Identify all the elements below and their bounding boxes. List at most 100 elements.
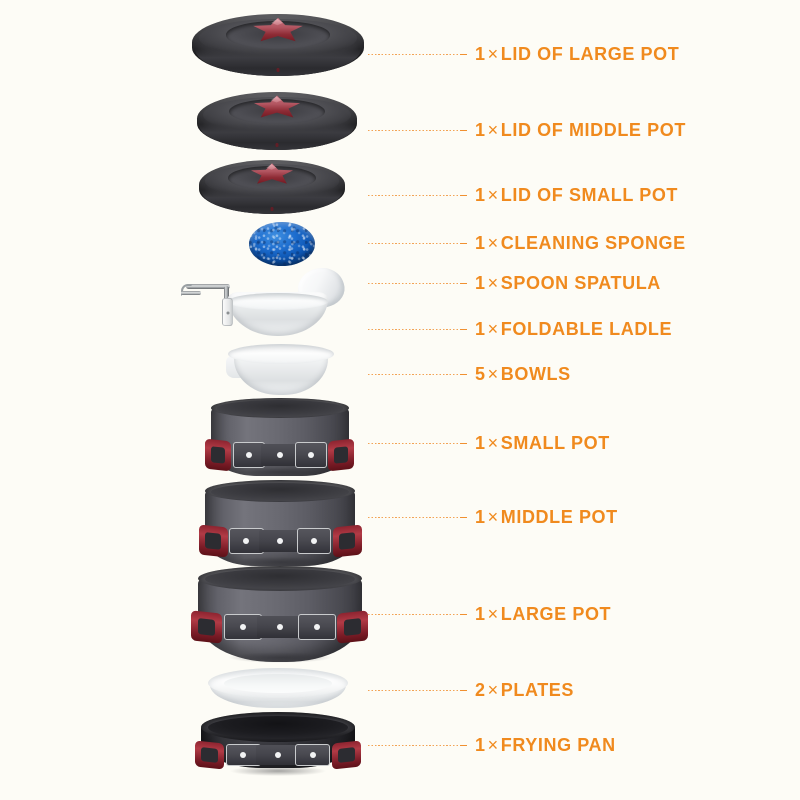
callout-lid-large-pot: 1×LID OF LARGE POT: [368, 43, 679, 65]
callout-middle-pot: 1×MIDDLE POT: [368, 506, 618, 528]
bowl-lip: [228, 344, 334, 364]
lid-body: [197, 92, 357, 150]
callout-quantity: 1: [475, 119, 486, 140]
callout-quantity: 1: [475, 232, 486, 253]
ladle-arm-vertical: [224, 286, 229, 308]
callout-quantity: 1: [475, 318, 486, 339]
leader-tip: [460, 516, 467, 518]
callout-label: 1×LID OF SMALL POT: [475, 185, 678, 206]
leader-line: [368, 689, 460, 691]
callout-multiplier: ×: [487, 184, 499, 205]
knob-highlight: [271, 18, 284, 26]
part-frying-pan: [194, 712, 362, 778]
lid-vent-hole: [270, 206, 274, 211]
callout-label: 1×LID OF LARGE POT: [475, 44, 679, 65]
callout-multiplier: ×: [487, 603, 499, 624]
ladle-hinge: [222, 298, 233, 326]
callout-item-name: PLATES: [500, 679, 575, 700]
pan-interior: [208, 716, 348, 739]
handle-center-plate: [260, 443, 300, 467]
leader-line: [368, 129, 460, 131]
leader-line: [368, 282, 460, 284]
callout-multiplier: ×: [487, 679, 499, 700]
lid-knob-icon: [252, 17, 304, 43]
callout-label: 1×FOLDABLE LADLE: [475, 319, 672, 340]
leader-tip: [460, 689, 467, 691]
callout-quantity: 1: [475, 603, 486, 624]
handle-grip-right: [328, 438, 355, 472]
part-bowls: [226, 344, 334, 396]
lid-vent-hole: [276, 68, 280, 73]
callout-multiplier: ×: [487, 432, 499, 453]
pan-base-shadow: [211, 764, 345, 778]
callout-quantity: 1: [475, 506, 486, 527]
callout-quantity: 1: [475, 43, 486, 64]
callout-multiplier: ×: [487, 363, 499, 384]
leader-line: [368, 242, 460, 244]
lid-skirt: [201, 190, 343, 214]
lid-body: [192, 14, 364, 76]
callout-item-name: MIDDLE POT: [500, 506, 618, 527]
part-lid-large-pot: [192, 14, 364, 76]
knob-highlight: [266, 164, 277, 170]
pot-handle-band: [191, 610, 369, 644]
part-plates: [208, 668, 348, 714]
callout-item-name: LARGE POT: [500, 603, 612, 624]
handle-clip-right: [298, 613, 336, 641]
leader-line: [368, 516, 460, 518]
leader-line: [368, 744, 460, 746]
callout-item-name: FRYING PAN: [500, 734, 616, 755]
leader-tip: [460, 373, 467, 375]
callout-label: 2×PLATES: [475, 680, 574, 701]
callout-label: 5×BOWLS: [475, 364, 571, 385]
leader-line: [368, 442, 460, 444]
ladle-hook-lower: [181, 291, 201, 295]
leader-tip: [460, 129, 467, 131]
leader-tip: [460, 53, 467, 55]
callout-foldable-ladle: 1×FOLDABLE LADLE: [368, 318, 672, 340]
handle-center-plate: [257, 615, 303, 639]
callout-bowls: 5×BOWLS: [368, 363, 571, 385]
pot-handle-band: [199, 524, 361, 558]
leader-line: [368, 53, 460, 55]
callout-quantity: 1: [475, 184, 486, 205]
part-large-pot: [191, 566, 369, 665]
callout-cleaning-sponge: 1×CLEANING SPONGE: [368, 232, 686, 254]
pot-interior: [211, 482, 349, 501]
leader-line: [368, 328, 460, 330]
callout-quantity: 2: [475, 679, 486, 700]
handle-clip-right: [296, 527, 331, 555]
callout-item-name: SMALL POT: [500, 432, 610, 453]
callout-multiplier: ×: [487, 506, 499, 527]
callout-spoon-spatula: 1×SPOON SPATULA: [368, 272, 661, 294]
leader-line: [368, 194, 460, 196]
pot-interior: [204, 568, 356, 590]
callout-label: 1×SMALL POT: [475, 433, 610, 454]
callout-frying-pan: 1×FRYING PAN: [368, 734, 616, 756]
callout-multiplier: ×: [487, 232, 499, 253]
callout-quantity: 1: [475, 272, 486, 293]
handle-clip-right: [294, 743, 331, 767]
pot-handle-band: [205, 438, 355, 472]
callout-multiplier: ×: [487, 119, 499, 140]
callout-item-name: LID OF LARGE POT: [500, 43, 680, 64]
callout-lid-small-pot: 1×LID OF SMALL POT: [368, 184, 678, 206]
callout-quantity: 1: [475, 734, 486, 755]
callout-small-pot: 1×SMALL POT: [368, 432, 610, 454]
part-lid-middle-pot: [197, 92, 357, 150]
leader-tip: [460, 194, 467, 196]
handle-grip-left: [199, 524, 228, 558]
handle-grip-left: [205, 438, 232, 472]
part-cleaning-sponge: [249, 222, 315, 266]
callout-label: 1×LARGE POT: [475, 604, 611, 625]
leader-tip: [460, 282, 467, 284]
plate-well: [224, 674, 332, 693]
handle-center-plate: [256, 745, 300, 765]
handle-center-plate: [259, 529, 301, 553]
callout-lid-middle-pot: 1×LID OF MIDDLE POT: [368, 119, 686, 141]
callout-item-name: LID OF SMALL POT: [500, 184, 679, 205]
leader-tip: [460, 242, 467, 244]
pot-base-shadow: [219, 465, 341, 479]
lid-knob-icon: [250, 163, 294, 185]
knob-highlight: [270, 96, 282, 103]
